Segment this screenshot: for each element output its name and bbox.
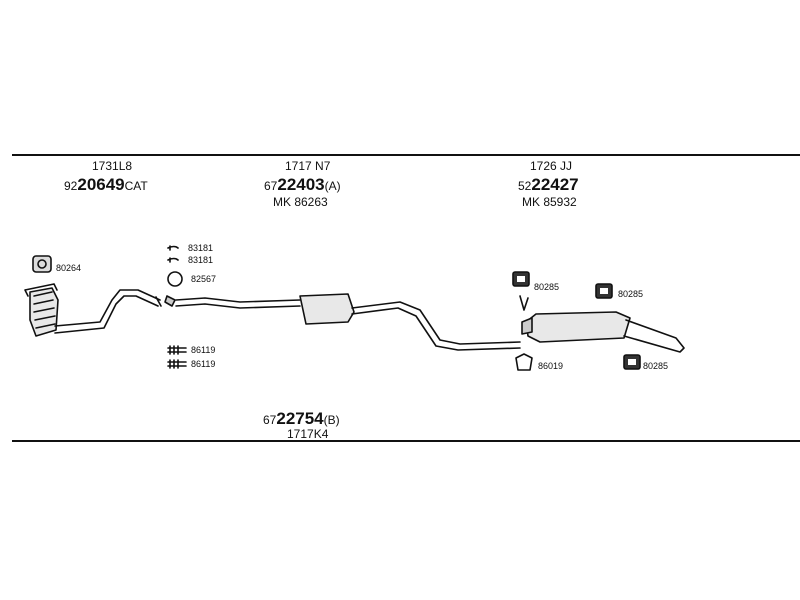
part-label-bolt-a: 86119: [191, 345, 216, 355]
part-label-bracket: 86019: [538, 361, 564, 371]
joint-icon: [164, 295, 176, 307]
part-label-gasket: 80264: [56, 263, 82, 273]
group-1-part-number: 9220649CAT: [64, 176, 148, 194]
group-3-extra: MK 85932: [522, 195, 577, 209]
bottom-part-number: 6722754(B): [263, 410, 340, 428]
group-2-suffix: (A): [324, 179, 341, 193]
group-3-part-number: 5222427: [518, 176, 579, 194]
group-3-prefix: 52: [518, 179, 532, 193]
gasket-icon: [32, 255, 52, 273]
group-2-part-number: 6722403(A): [264, 176, 341, 194]
group-2-prefix: 67: [264, 179, 278, 193]
front-pipe-with-catalyst: [24, 283, 162, 337]
part-label-clamp-b: 83181: [188, 255, 214, 265]
clamp-icon: [167, 245, 179, 263]
bracket-icon: [515, 295, 533, 371]
middle-pipe-with-muffler: [175, 293, 521, 351]
part-label-hanger-a: 80285: [534, 282, 560, 292]
group-2-extra: MK 86263: [273, 195, 328, 209]
group-1-suffix: CAT: [124, 179, 148, 193]
part-label-bolt-b: 86119: [191, 359, 216, 369]
part-label-ring: 82567: [191, 274, 217, 284]
group-3-code: 1726 JJ: [530, 159, 573, 173]
group-3-main: 22427: [531, 175, 579, 194]
bottom-rule: [12, 440, 800, 442]
group-2-code: 1717 N7: [285, 159, 331, 173]
top-rule: [12, 154, 800, 156]
bottom-main: 22754: [276, 409, 324, 428]
bottom-suffix: (B): [323, 413, 340, 427]
bolt-icon: [167, 345, 187, 369]
rear-muffler: [521, 311, 685, 353]
group-1-main: 20649: [77, 175, 125, 194]
group-2-main: 22403: [277, 175, 325, 194]
ring-icon: [167, 271, 183, 287]
part-label-clamp-a: 83181: [188, 243, 214, 253]
bottom-code: 1717K4: [287, 427, 329, 441]
part-label-hanger-c: 80285: [643, 361, 669, 371]
part-label-hanger-b: 80285: [618, 289, 644, 299]
bottom-prefix: 67: [263, 413, 277, 427]
hanger-icon: [512, 271, 641, 370]
group-1-code: 1731L8: [92, 159, 133, 173]
group-1-prefix: 92: [64, 179, 78, 193]
